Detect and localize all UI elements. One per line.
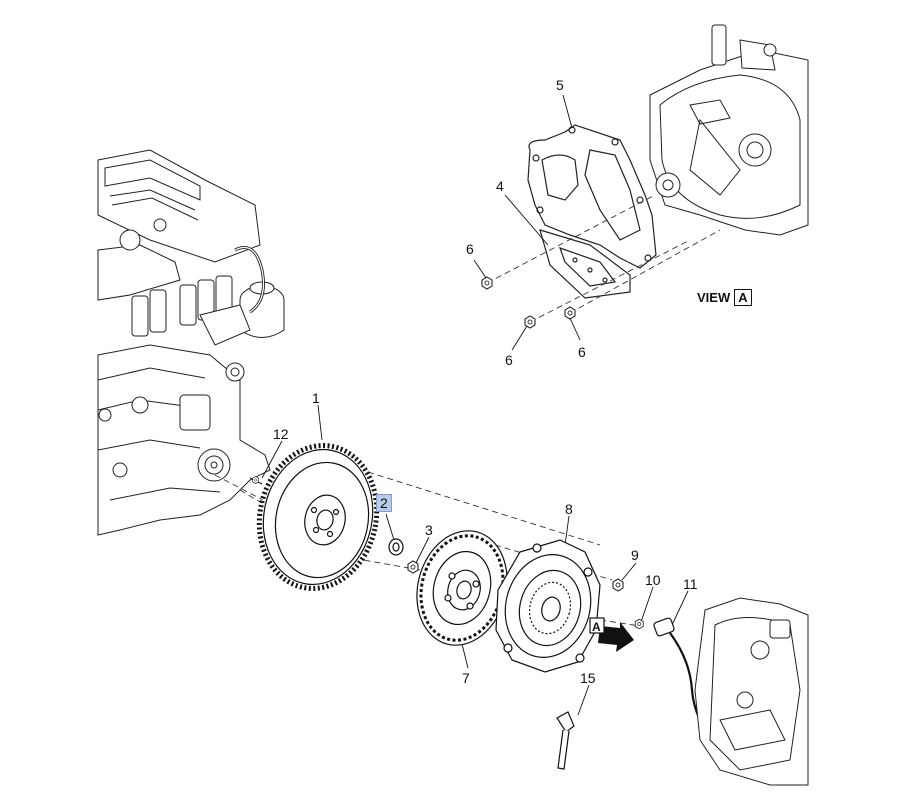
callout-8: 8: [565, 501, 573, 517]
callout-1: 1: [312, 390, 320, 406]
callout-7: 7: [462, 670, 470, 686]
transmission-upper: [649, 24, 809, 236]
bolt-9: [612, 578, 624, 592]
callout-5: 5: [556, 77, 564, 93]
callout-6-a: 6: [466, 241, 474, 257]
bolt-6-c: [564, 306, 576, 320]
leader-lines: [261, 94, 689, 716]
bolt-6-a: [481, 276, 493, 290]
tie-strap-15: [556, 711, 575, 770]
callout-2[interactable]: 2: [376, 494, 392, 512]
callout-6-c: 6: [578, 344, 586, 360]
direction-arrow-letter: A: [592, 620, 601, 634]
bolt-10: [634, 618, 644, 630]
bolt-3: [407, 560, 419, 574]
bolt-12: [249, 476, 263, 485]
callout-6-b: 6: [505, 352, 513, 368]
alignment-lines-top: [486, 194, 721, 323]
callout-4: 4: [496, 178, 504, 194]
callout-9: 9: [631, 547, 639, 563]
flywheel-1: [256, 443, 380, 591]
view-letter-box: A: [734, 289, 752, 306]
pressure-plate-8: [495, 539, 601, 673]
bearing-2: [388, 538, 404, 556]
callout-15: 15: [580, 670, 596, 686]
view-word: VIEW: [697, 290, 731, 305]
shield-4: [539, 229, 631, 299]
callout-10: 10: [645, 572, 661, 588]
engine-assembly: [97, 149, 285, 536]
callout-12: 12: [273, 426, 289, 442]
callout-3: 3: [425, 522, 433, 538]
gasket-5: [527, 124, 657, 269]
view-direction-arrow: [589, 617, 634, 652]
callout-11: 11: [683, 576, 698, 592]
transmission-lower: [694, 597, 809, 786]
